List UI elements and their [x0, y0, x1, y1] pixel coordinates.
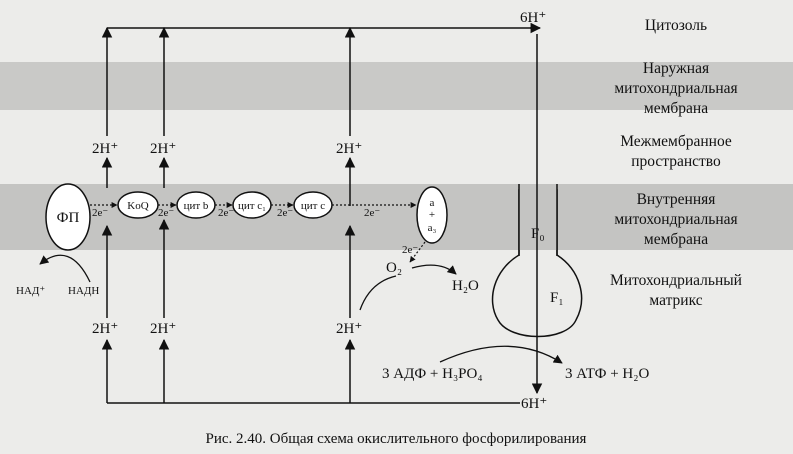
oxygen-to-water-arrow: [411, 264, 457, 275]
complex-fp: [45, 183, 91, 251]
complex-cyt-c-label: цит c: [301, 200, 325, 212]
label-outer-membrane-2: митохондриальная: [614, 80, 737, 97]
complex-koq-label: KoQ: [127, 200, 148, 212]
electron-arrow-6: [409, 241, 426, 263]
proton-label-top-1: 2H⁺: [92, 141, 118, 157]
nadh-label: НАДН: [68, 285, 99, 297]
label-intermembrane-1: Межмембранное: [620, 133, 732, 150]
proton-label-top-3: 2H⁺: [336, 141, 362, 157]
complex-cyt-c1-label: цит c₁: [238, 200, 266, 212]
oxygen-label: O₂: [386, 260, 402, 276]
electron-label-4: 2e⁻: [277, 207, 293, 219]
label-outer-membrane-1: Наружная: [643, 60, 709, 77]
label-inner-membrane-3: мембрана: [644, 231, 708, 248]
f1-label: F₁: [550, 290, 564, 306]
label-outer-membrane-3: мембрана: [644, 100, 708, 117]
proton-label-bot-1: 2H⁺: [92, 321, 118, 337]
complex-fp-label: ФП: [57, 210, 80, 226]
complex-aa3-label-plus: +: [429, 209, 435, 221]
label-matrix-1: Митохондриальный: [610, 272, 742, 289]
outer-membrane-band: [0, 62, 793, 110]
proton-to-water-curve: [359, 275, 397, 311]
f0-label: F₀: [531, 226, 545, 242]
atp-label: 3 АТФ + H₂O: [565, 366, 649, 382]
adp-label: 3 АДФ + H₃PO₄: [382, 366, 483, 382]
electron-label-1: 2e⁻: [92, 207, 108, 219]
complex-aa3-label-a3: a₃: [428, 222, 437, 234]
electron-label-2: 2e⁻: [158, 207, 174, 219]
proton-label-top-2: 2H⁺: [150, 141, 176, 157]
proton-label-bot-2: 2H⁺: [150, 321, 176, 337]
label-inner-membrane-2: митохондриальная: [614, 211, 737, 228]
label-matrix-2: матрикс: [649, 292, 702, 309]
electron-label-5: 2e⁻: [364, 207, 380, 219]
label-cytosol: Цитозоль: [645, 17, 707, 34]
complex-cyt-b-label: цит b: [184, 200, 209, 212]
label-inner-membrane-1: Внутренняя: [637, 191, 716, 208]
nad-label: НАД⁺: [16, 285, 45, 297]
nadh-to-nad-curve: [39, 254, 91, 283]
complex-aa3-label-a: a: [430, 197, 435, 209]
proton-total-bottom: 6H⁺: [521, 396, 547, 412]
complex-aa3: [416, 186, 448, 244]
label-intermembrane-2: пространство: [631, 153, 721, 170]
electron-label-6: 2e⁻: [402, 244, 418, 256]
electron-label-3: 2e⁻: [218, 207, 234, 219]
proton-total-top: 6H⁺: [520, 10, 546, 26]
atp-synthase-f0-band: [519, 184, 557, 250]
adp-to-atp-arrow: [439, 345, 563, 364]
water-label: H₂O: [452, 278, 479, 294]
proton-label-bot-3: 2H⁺: [336, 321, 362, 337]
figure-caption: Рис. 2.40. Общая схема окислительного фо…: [206, 431, 587, 447]
